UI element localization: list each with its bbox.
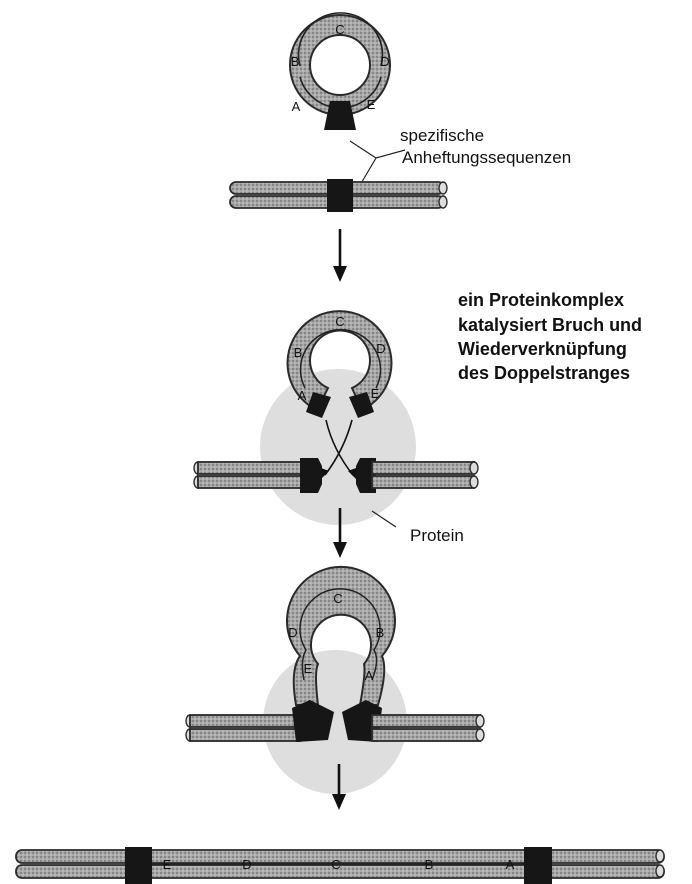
gene-label: D (288, 625, 297, 640)
gene-label: B (425, 857, 434, 872)
linear-dna-3-left (186, 700, 334, 742)
attachment-sites-label-line2: Anheftungssequenzen (402, 148, 571, 167)
protein-callout: Protein (372, 511, 464, 545)
caption-line1: ein Proteinkomplex (458, 290, 624, 310)
linear-dna-1 (230, 179, 447, 212)
linear-dna-2-left (194, 458, 322, 493)
gene-label: C (335, 22, 344, 37)
integrated-linear-dna: E D C B A (16, 847, 664, 884)
gene-label: D (242, 857, 251, 872)
gene-label: E (304, 661, 313, 676)
attachment-site-linear (327, 179, 353, 212)
gene-label: C (331, 857, 340, 872)
gene-label: B (291, 54, 300, 69)
stage-1: A B C D E spezifische Anheftungssequenze… (230, 13, 571, 282)
attachment-site-left (125, 847, 152, 884)
gene-label: A (506, 857, 515, 872)
protein-label: Protein (410, 526, 464, 545)
caption-line4: des Doppelstranges (458, 363, 630, 383)
arrow-down (333, 229, 347, 282)
stage-2: A B C D E Protein (194, 311, 478, 558)
gene-label: C (335, 314, 344, 329)
attachment-site-right (524, 847, 552, 884)
linear-dna-2-right (356, 458, 478, 493)
gene-label: A (292, 99, 301, 114)
circular-dna-1: A B C D E (290, 13, 390, 130)
attachment-sites-label-line1: spezifische (400, 126, 484, 145)
gene-label: E (371, 386, 380, 401)
gene-label: C (333, 591, 342, 606)
caption-line3: Wiederverknüpfung (458, 339, 627, 359)
gene-label: B (376, 625, 385, 640)
gene-label: D (380, 54, 389, 69)
gene-label: A (365, 668, 374, 683)
protein-complex-caption: ein Proteinkomplex katalysiert Bruch und… (458, 290, 642, 383)
gene-label: E (367, 97, 376, 112)
stage-3: E D C B A (186, 567, 484, 810)
gene-label: D (376, 341, 385, 356)
caption-line2: katalysiert Bruch und (458, 315, 642, 335)
linear-dna-3-right (342, 700, 484, 742)
gene-label: A (298, 388, 307, 403)
protein-complex-2 (260, 369, 416, 525)
gene-label: B (294, 345, 303, 360)
gene-label: E (163, 857, 172, 872)
